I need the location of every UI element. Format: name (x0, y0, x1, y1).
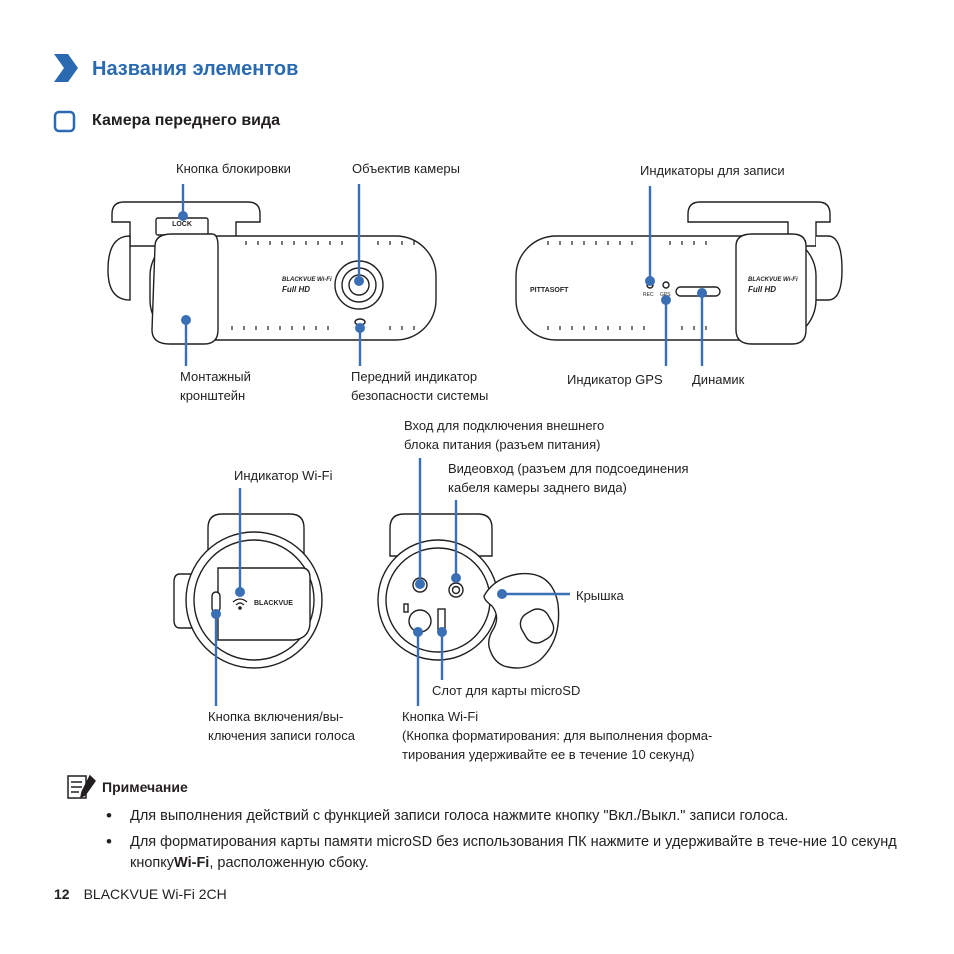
gps-print: GPS (660, 292, 671, 298)
label-wifi-button: Кнопка Wi-Fi(Кнопка форматирования: для … (402, 709, 713, 762)
note-icon (67, 774, 96, 799)
vent-ticks-left (231, 241, 415, 330)
lock-print: LOCK (172, 221, 192, 228)
blackvue-print: BLACKVUE (254, 600, 293, 607)
section-title: Названия элементов (92, 58, 299, 80)
brand-print-left: BLACKVUE Wi-Fi (282, 277, 332, 283)
label-lock-button: Кнопка блокировки (176, 161, 291, 176)
label-voice-button: Кнопка включения/вы-ключения записи голо… (208, 709, 355, 743)
camera-side-view-right (377, 513, 560, 669)
fullhd-print-left: Full HD (282, 285, 310, 294)
label-wifi-indicator: Индикатор Wi-Fi (234, 468, 333, 483)
label-camera-lens: Объектив камеры (352, 161, 460, 176)
label-microsd-slot: Слот для карты microSD (432, 683, 581, 698)
camera-front-view-right (515, 201, 843, 345)
page-footer: 12 BLACKVUE Wi-Fi 2CH (54, 886, 227, 902)
note-item: Для выполнения действий с функцией запис… (106, 805, 906, 827)
square-bullet-icon (53, 110, 76, 133)
label-speaker: Динамик (692, 372, 745, 387)
vent-ticks-right (547, 241, 707, 330)
fullhd-print-right: Full HD (748, 285, 776, 294)
chevron-right-icon (54, 54, 78, 82)
rec-print: REC (643, 292, 654, 298)
label-cover: Крышка (576, 588, 624, 603)
page-number: 12 (54, 886, 70, 902)
note-item: Для форматирования карты памяти microSD … (106, 831, 906, 874)
subsection-title: Камера переднего вида (92, 112, 281, 129)
brand-print-right: BLACKVUE Wi-Fi (748, 277, 798, 283)
label-recording-indicators: Индикаторы для записи (640, 163, 785, 178)
pittasoft-print: PITTASOFT (530, 287, 569, 294)
callout-lines (178, 184, 707, 706)
camera-front-view-left (107, 201, 437, 345)
camera-side-view-left (173, 513, 323, 669)
note-list: Для выполнения действий с функцией запис… (106, 805, 906, 879)
wifi-icon (232, 598, 248, 610)
label-gps-indicator: Индикатор GPS (567, 372, 663, 387)
product-name: BLACKVUE Wi-Fi 2CH (83, 886, 227, 902)
note-title: Примечание (102, 779, 188, 795)
